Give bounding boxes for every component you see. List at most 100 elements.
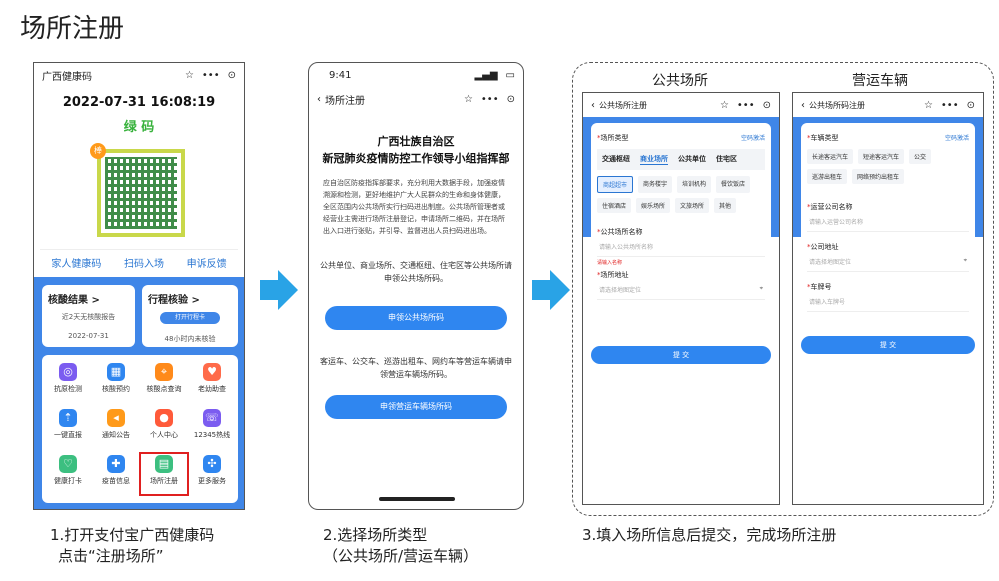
service-item[interactable]: ✣ 更多服务 <box>188 453 236 495</box>
option-chip[interactable]: 网络预约出租车 <box>852 169 905 184</box>
link-appeal[interactable]: 申诉反馈 <box>186 259 227 270</box>
apply-vehicle-code-button[interactable]: 申领营运车辆场所码 <box>325 395 507 419</box>
place-chips: 商超超市商务楼宇培训机构餐饮饭店住宿酒店娱乐场所文旅场所其他 <box>597 176 765 213</box>
service-item[interactable]: ⌖核酸点查询 <box>140 361 188 403</box>
back-icon[interactable]: ‹ <box>591 99 595 111</box>
section-public: 公共场所 <box>652 73 708 89</box>
company-input[interactable]: 请输入运营公司名称 <box>807 212 969 232</box>
close-circle-icon[interactable]: ⊙ <box>227 69 236 81</box>
qr-code <box>97 149 185 237</box>
services-grid: ◎抗原检测▦核酸预约⌖核酸点查询♥老幼助查 ⇡一键直报◂通知公告●个人中心☏123… <box>42 355 238 503</box>
more-dots-icon[interactable]: ••• <box>201 69 220 81</box>
place-name-input[interactable]: 请输入公共场所名称 <box>597 237 765 257</box>
option-chip[interactable]: 其他 <box>714 198 737 213</box>
nav-title: 公共场所注册 <box>599 100 647 110</box>
addr-label: 公司地址 <box>810 243 839 251</box>
option-chip[interactable]: 短途客运汽车 <box>858 149 905 164</box>
more-dots-icon[interactable]: ••• <box>480 93 499 105</box>
card-sub: 48小时内未核验 <box>164 335 216 343</box>
service-item[interactable]: ✚疫苗信息 <box>92 453 140 495</box>
public-place-form-phone: ‹ 公共场所注册 ☆ ••• ⊙ *场所类型空码激活 交通枢纽 商业场所 公共单… <box>582 92 780 505</box>
back-icon[interactable]: ‹ <box>801 99 805 111</box>
service-label: 老幼助查 <box>198 385 226 393</box>
nav-bar: ‹ 场所注册 ☆ ••• ⊙ <box>309 87 523 111</box>
submit-button[interactable]: 提 交 <box>591 346 771 364</box>
caption-step2-line2: （公共场所/营运车辆） <box>323 547 479 565</box>
nucleic-result-card[interactable]: 核酸结果 > 近2天无核酸报告 2022-07-31 <box>42 285 135 347</box>
star-icon[interactable]: ☆ <box>184 69 194 81</box>
submit-button[interactable]: 提 交 <box>801 336 975 354</box>
back-icon[interactable]: ‹ <box>317 93 321 105</box>
battery-icon: ▭ <box>505 69 515 81</box>
mini-program-bar: 广西健康码 ☆ ••• ⊙ <box>34 63 244 87</box>
link-scan-entry[interactable]: 扫码入场 <box>123 259 164 270</box>
service-label: 健康打卡 <box>54 477 82 485</box>
service-item[interactable]: ●个人中心 <box>140 407 188 449</box>
close-circle-icon[interactable]: ⊙ <box>762 99 771 111</box>
service-label: 更多服务 <box>198 477 226 485</box>
trip-check-card[interactable]: 行程核验 > 打开行程卡 48小时内未核验 <box>142 285 238 347</box>
open-trip-button[interactable]: 打开行程卡 <box>160 312 220 324</box>
place-tabs: 交通枢纽 商业场所 公共单位 住宅区 <box>597 149 765 170</box>
service-item[interactable]: ◂通知公告 <box>92 407 140 449</box>
option-chip[interactable]: 餐饮饭店 <box>716 176 751 193</box>
home-indicator <box>379 497 455 501</box>
service-item[interactable]: ▤场所注册 <box>139 452 189 496</box>
service-item[interactable]: ☏12345热线 <box>188 407 236 449</box>
tab-public-unit[interactable]: 公共单位 <box>678 155 706 163</box>
address-input[interactable]: 请选择地图定位⌖ <box>597 280 765 300</box>
close-circle-icon[interactable]: ⊙ <box>506 93 515 105</box>
nav-bar: ‹ 公共场所码注册 ☆ ••• ⊙ <box>793 93 983 117</box>
scan-activate-link[interactable]: 空码激活 <box>740 135 765 142</box>
vehicle-chips: 长途客运汽车短途客运汽车公交巡游出租车网络预约出租车 <box>807 149 969 184</box>
addr-row: *场所地址 <box>597 271 629 279</box>
quick-links: 家人健康码 扫码入场 申诉反馈 <box>40 249 238 275</box>
option-chip[interactable]: 商超超市 <box>597 176 634 193</box>
option-chip[interactable]: 商务楼宇 <box>638 176 673 193</box>
tab-commercial[interactable]: 商业场所 <box>640 155 668 165</box>
heading-line1: 广西壮族自治区 <box>377 135 455 148</box>
service-item[interactable]: ▦核酸预约 <box>92 361 140 403</box>
more-icon: ✣ <box>203 455 221 473</box>
service-item[interactable]: ⇡一键直报 <box>44 407 92 449</box>
card-sub: 近2天无核酸报告 <box>61 313 116 321</box>
service-label: 场所注册 <box>150 477 178 485</box>
option-chip[interactable]: 巡游出租车 <box>807 169 848 184</box>
option-chip[interactable]: 住宿酒店 <box>597 198 632 213</box>
health-code-phone: 广西健康码 ☆ ••• ⊙ 2022-07-31 16:08:19 绿 码 棒 … <box>33 62 245 510</box>
type-row: *车辆类型空码激活 <box>807 134 969 142</box>
plate-input[interactable]: 请输入车牌号 <box>807 292 969 312</box>
register-intro-phone: 9:41 ▂▄▆ ▭ ‹ 场所注册 ☆ ••• ⊙ 广西壮族自治区 新冠肺炎疫情… <box>308 62 524 510</box>
link-family-code[interactable]: 家人健康码 <box>51 259 102 270</box>
apply-public-code-button[interactable]: 申领公共场所码 <box>325 306 507 330</box>
more-dots-icon[interactable]: ••• <box>736 99 755 111</box>
star-icon[interactable]: ☆ <box>719 99 729 111</box>
form-card: *车辆类型空码激活 长途客运汽车短途客运汽车公交巡游出租车网络预约出租车 *运营… <box>801 123 975 373</box>
more-dots-icon[interactable]: ••• <box>940 99 959 111</box>
option-chip[interactable]: 文旅场所 <box>675 198 710 213</box>
step3-frame <box>572 62 994 516</box>
option-chip[interactable]: 公交 <box>909 149 932 164</box>
company-row: *运营公司名称 <box>807 203 853 211</box>
service-label: 抗原检测 <box>54 385 82 393</box>
form-card: *场所类型空码激活 交通枢纽 商业场所 公共单位 住宅区 商超超市商务楼宇培训机… <box>591 123 771 373</box>
option-chip[interactable]: 培训机构 <box>677 176 712 193</box>
service-item[interactable]: ♥老幼助查 <box>188 361 236 403</box>
location-pin-icon[interactable]: ⌖ <box>759 285 763 292</box>
option-chip[interactable]: 长途客运汽车 <box>807 149 854 164</box>
tab-transport[interactable]: 交通枢纽 <box>602 155 630 163</box>
company-address-input[interactable]: 请选择地图定位⌖ <box>807 252 969 272</box>
card-title: 行程核验 > <box>148 295 200 306</box>
location-pin-icon[interactable]: ⌖ <box>963 257 967 264</box>
star-icon[interactable]: ☆ <box>923 99 933 111</box>
option-chip[interactable]: 娱乐场所 <box>636 198 671 213</box>
status-time: 9:41 <box>329 69 352 81</box>
tab-residential[interactable]: 住宅区 <box>716 155 737 163</box>
star-icon[interactable]: ☆ <box>463 93 473 105</box>
scan-activate-link[interactable]: 空码激活 <box>944 135 969 142</box>
close-circle-icon[interactable]: ⊙ <box>966 99 975 111</box>
service-item[interactable]: ◎抗原检测 <box>44 361 92 403</box>
service-item[interactable]: ♡健康打卡 <box>44 453 92 495</box>
phone-icon: ☏ <box>203 409 221 427</box>
type-label: 车辆类型 <box>810 134 839 142</box>
